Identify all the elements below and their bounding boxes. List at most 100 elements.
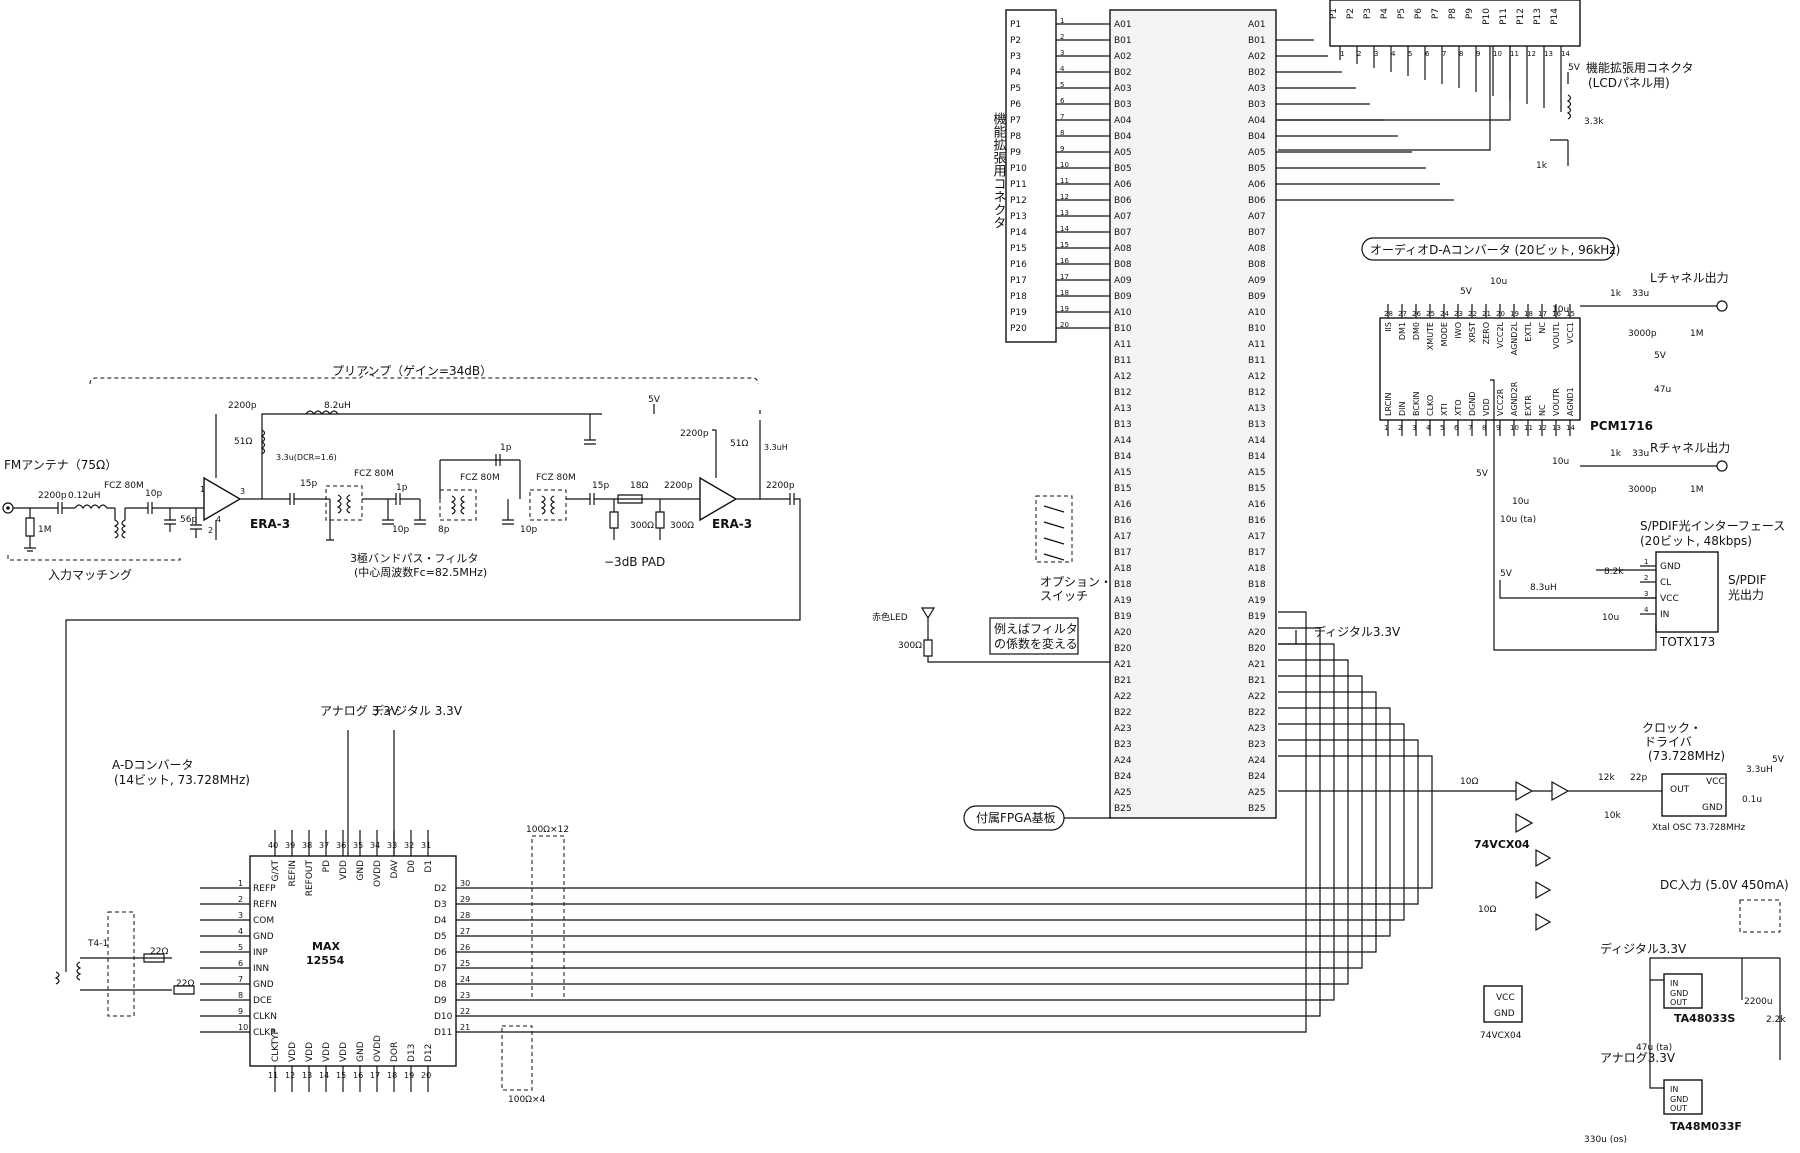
adc-pin-label: GND (253, 932, 274, 942)
connector-pin-label: P3 (1010, 52, 1021, 62)
fpga-left-pin-label: B25 (1114, 804, 1132, 814)
totx-pin-number: 4 (1644, 606, 1649, 614)
adc-pin-label: D11 (434, 1028, 452, 1038)
connector-pin-label: P9 (1010, 148, 1021, 158)
pcm-pin-label: NC (1538, 404, 1547, 416)
adc-pin-number: 38 (302, 841, 312, 850)
svg-text:51Ω: 51Ω (234, 437, 252, 447)
adc-label-1: A-Dコンバータ (112, 758, 194, 772)
svg-text:GND: GND (1494, 1009, 1515, 1019)
fpga-right-pin-label: B08 (1248, 260, 1266, 270)
dc-input-jack[interactable] (1739, 899, 1781, 933)
lcd-pin-number: 7 (1442, 50, 1446, 58)
vcx04-power (1483, 985, 1523, 1023)
digital-33-label: ディジタル 3.3V (372, 703, 463, 718)
r-array-bottom (501, 1025, 533, 1091)
connector-pin-label: P19 (1010, 308, 1027, 318)
svg-text:300Ω: 300Ω (898, 641, 922, 651)
clock-driver-label-1: クロック・ (1642, 721, 1702, 735)
svg-text:22Ω: 22Ω (150, 947, 168, 957)
connector-pin-label: P6 (1010, 100, 1021, 110)
adc-pin-label: INN (253, 964, 269, 974)
adc-pin-label: VDD (288, 1042, 298, 1062)
lcd-pin-number: 10 (1493, 50, 1502, 58)
pcm-pin-number: 25 (1426, 310, 1435, 318)
fpga-left-pin-label: A13 (1114, 404, 1132, 414)
svg-text:ERA-3: ERA-3 (250, 517, 290, 531)
adc-pin-number: 37 (319, 841, 329, 850)
connector-pin-label: P12 (1010, 196, 1027, 206)
svg-text:10u: 10u (1552, 457, 1569, 467)
pcm1716-label: PCM1716 (1590, 419, 1653, 433)
svg-text:10p: 10p (520, 525, 537, 535)
connector-pin-label: P10 (1010, 164, 1027, 174)
svg-text:5V: 5V (648, 395, 661, 405)
r-channel-label: Rチャネル出力 (1650, 441, 1730, 455)
svg-text:VCC: VCC (1706, 777, 1725, 787)
adc-pin-number: 4 (238, 927, 243, 936)
fpga-right-pin-label: B05 (1248, 164, 1266, 174)
pcm-pin-label: VCC2L (1496, 321, 1505, 348)
lcd-pin-label: P7 (1431, 8, 1441, 19)
adc-pin-number: 32 (404, 841, 414, 850)
fpga-right-pin-label: B04 (1248, 132, 1266, 142)
ta48033s-chip (1663, 973, 1703, 1009)
pcm-pin-label: EXTR (1524, 395, 1533, 416)
fpga-left-pin-label: A16 (1114, 500, 1132, 510)
totx-pin-number: 2 (1644, 574, 1648, 582)
pcm-pin-label: XMUTE (1426, 322, 1435, 350)
digital-33-out-label: ディジタル3.3V (1314, 624, 1401, 639)
totx-pin-label: GND (1660, 562, 1681, 572)
pcm-pin-label: MODE (1440, 322, 1449, 346)
fpga-left-pin-label: A08 (1114, 244, 1132, 254)
svg-text:10Ω: 10Ω (1478, 905, 1496, 915)
fpga-left-pin-label: B07 (1114, 228, 1132, 238)
connector-pin-label: P11 (1010, 180, 1027, 190)
lcd-pin-label: P5 (1397, 8, 1407, 19)
pcm-pin-number: 21 (1482, 310, 1491, 318)
fpga-left-pin-label: A23 (1114, 724, 1132, 734)
connector-pin-label: P8 (1010, 132, 1021, 142)
max-chip-label-2: 12554 (306, 954, 345, 967)
connector-pin-label: P5 (1010, 84, 1021, 94)
svg-text:12k: 12k (1598, 773, 1615, 783)
pcm-pin-number: 28 (1384, 310, 1393, 318)
adc-pin-number: 3 (238, 911, 243, 920)
svg-text:5V: 5V (1476, 469, 1489, 479)
fpga-left-pin-label: B16 (1114, 516, 1132, 526)
svg-text:FCZ 80M: FCZ 80M (104, 481, 144, 491)
svg-text:8p: 8p (438, 525, 450, 535)
fpga-right-pin-label: A15 (1248, 468, 1266, 478)
option-switch[interactable] (1035, 495, 1073, 563)
pcm-pin-number: 11 (1524, 424, 1533, 432)
svg-text:3.3k: 3.3k (1584, 117, 1604, 127)
adc-pin-label: REFIN (288, 860, 298, 887)
fpga-left-pin-label: A15 (1114, 468, 1132, 478)
lcd-pin-label: P12 (1516, 8, 1526, 25)
adc-top-pins: 40G/XT39REFIN38REFOUT37PD36VDD35GND34OVD… (268, 830, 434, 896)
svg-text:GND: GND (1670, 1095, 1688, 1104)
fpga-right-pin-label: A20 (1248, 628, 1266, 638)
bpf-label-1: 3極バンドパス・フィルタ (350, 551, 478, 565)
adc-pin-number: 11 (268, 1071, 278, 1080)
pcm-pin-label: XRST (1468, 322, 1477, 343)
svg-text:OUT: OUT (1670, 1104, 1687, 1113)
adc-pin-label: D0 (407, 860, 417, 873)
connector-pin-number: 10 (1060, 161, 1069, 169)
fpga-right-pin-label: A02 (1248, 52, 1266, 62)
fpga-right-pin-label: A12 (1248, 372, 1266, 382)
pcm-pin-number: 22 (1468, 310, 1477, 318)
connector-pin-number: 8 (1060, 129, 1064, 137)
fpga-left-pin-label: A22 (1114, 692, 1132, 702)
adc-pin-label: GND (356, 860, 366, 881)
svg-text:FCZ 80M: FCZ 80M (354, 469, 394, 479)
pcm-pin-number: 7 (1468, 424, 1472, 432)
fpga-left-pin-label: A25 (1114, 788, 1132, 798)
fpga-left-pin-label: B11 (1114, 356, 1132, 366)
lcd-pin-label: P2 (1346, 8, 1356, 19)
fpga-left-pin-label: B04 (1114, 132, 1132, 142)
adc-pin-label: GND (253, 980, 274, 990)
fpga-left-pin-label: B19 (1114, 612, 1132, 622)
svg-text:33u: 33u (1632, 449, 1649, 459)
option-section: オプション・ スイッチ 例えばフィルタ の係数を変える 赤色LED 300Ω デ… (872, 495, 1401, 831)
